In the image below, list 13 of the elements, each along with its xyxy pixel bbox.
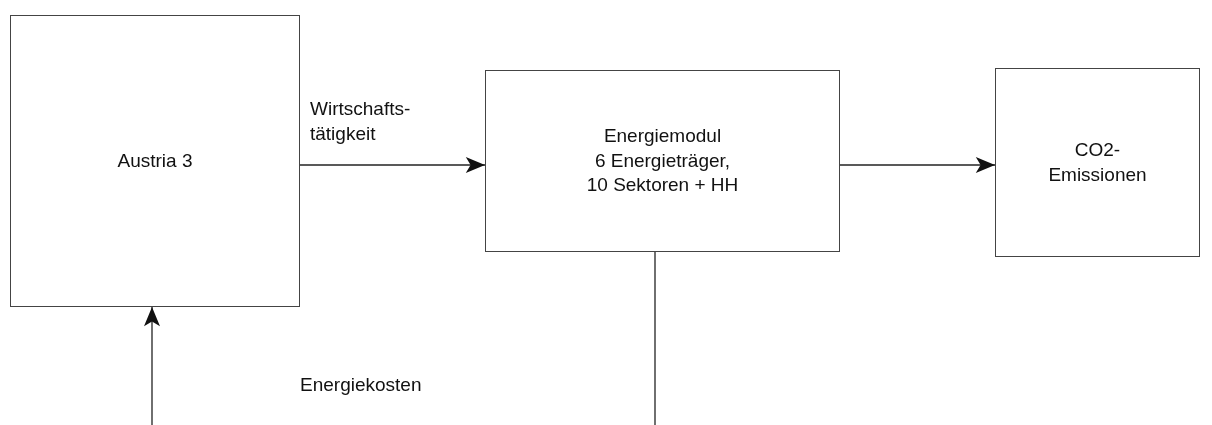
node-title: Energiemodul — [603, 123, 722, 148]
arrow — [144, 306, 160, 425]
arrow — [839, 157, 996, 173]
edge-label: Wirtschafts- tätigkeit — [310, 97, 412, 146]
process-box — [995, 68, 1200, 257]
node-title: CO2- Emissionen — [1047, 137, 1148, 187]
node-title: Austria 3 — [117, 148, 193, 173]
arrow — [299, 157, 486, 173]
connector-line — [654, 251, 656, 425]
process-box — [10, 15, 300, 307]
process-box — [485, 70, 840, 252]
node-text: 6 Energieträger, 10 Sektoren + HH — [585, 148, 740, 198]
annotation-label: Energiekosten — [300, 373, 422, 397]
